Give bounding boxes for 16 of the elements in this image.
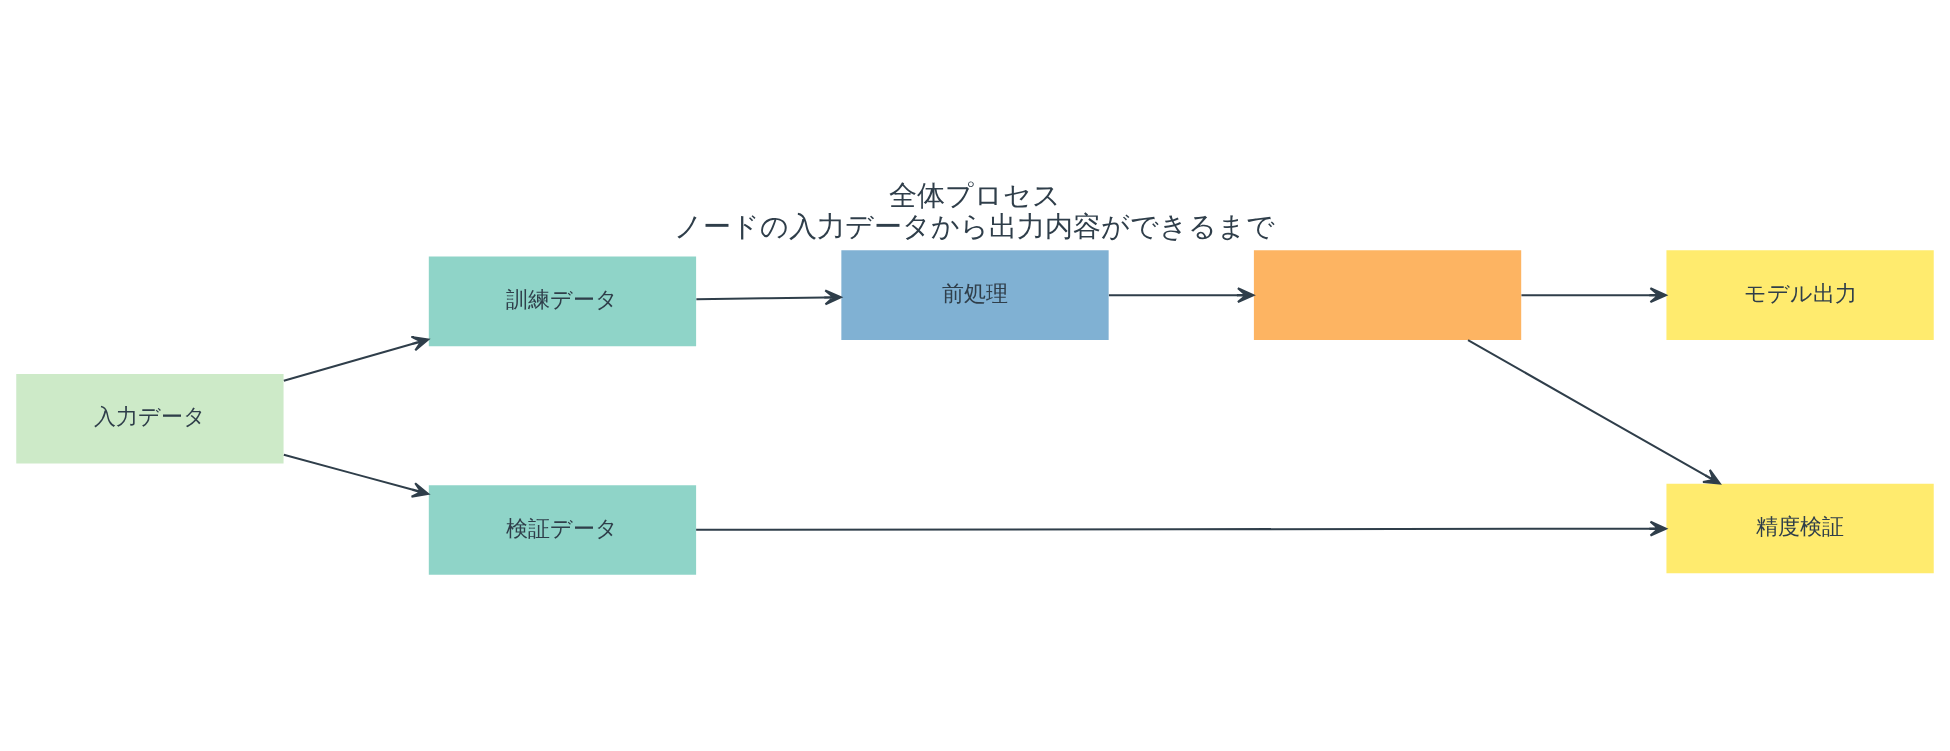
arrow [696,520,1667,537]
arrow [696,289,842,306]
node-box: 検証データ [428,485,697,575]
node-box [1253,250,1522,340]
node-box: モデル出力 [1666,250,1934,340]
arrow [283,335,430,382]
node-box: 訓練データ [428,256,697,347]
diagram-title: 全体プロセス [889,178,1061,212]
node-box: 精度検証 [1666,483,1934,574]
arrow [1467,339,1721,485]
node-box: 入力データ [16,373,284,464]
arrow [283,453,430,498]
node-box: 前処理 [841,250,1109,340]
arrow [1521,287,1667,304]
arrow [1108,287,1255,304]
caption: ノードの入力データから出力内容ができるまで [674,209,1276,243]
